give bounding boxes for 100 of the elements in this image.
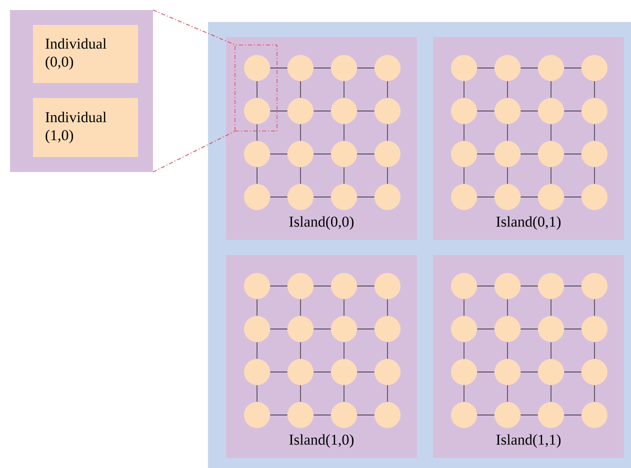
individual-circle — [288, 402, 314, 428]
individual-circle — [244, 55, 270, 81]
individual-circle — [582, 316, 608, 342]
individual-circle — [582, 402, 608, 428]
individual-circle — [288, 184, 314, 210]
grid-line — [550, 166, 552, 184]
grid-line — [387, 166, 388, 184]
grid-line — [550, 384, 552, 402]
grid-line — [387, 384, 388, 402]
individual-circle — [451, 55, 477, 81]
grid-line — [476, 110, 495, 112]
individual-circle — [374, 402, 400, 428]
grid-line — [594, 166, 595, 184]
grid-line — [594, 342, 595, 360]
individual-circle — [331, 98, 357, 124]
grid-line — [550, 298, 552, 316]
individual-circle — [288, 359, 314, 385]
individual-circle — [494, 98, 520, 124]
grid-line — [594, 298, 595, 316]
grid-line — [387, 124, 388, 142]
individual-circle — [451, 316, 477, 342]
grid-line — [550, 342, 552, 360]
grid-line — [300, 80, 301, 98]
individual-circle — [288, 141, 314, 167]
individual-circle — [494, 316, 520, 342]
grid-line — [256, 166, 258, 184]
grid-line — [564, 414, 582, 416]
individual-circle — [244, 402, 270, 428]
grid-line — [507, 166, 508, 184]
grid-line — [270, 110, 288, 112]
individual-circle — [331, 141, 357, 167]
grid-line — [387, 298, 388, 316]
zoom-frame — [234, 44, 278, 132]
individual-circle — [331, 55, 357, 81]
grid-line — [550, 124, 552, 142]
grid-line — [313, 414, 332, 416]
individual-circle — [374, 141, 400, 167]
grid-line — [313, 328, 332, 330]
grid-line — [300, 342, 301, 360]
individual-circle — [374, 55, 400, 81]
grid-line — [256, 124, 258, 142]
individual-circle — [582, 273, 608, 299]
individual-circle — [288, 98, 314, 124]
grid-line — [356, 328, 375, 330]
grid-line — [356, 414, 375, 416]
grid-line — [476, 328, 495, 330]
grid-line — [594, 384, 595, 402]
individual-circle — [451, 141, 477, 167]
individual-circle — [244, 184, 270, 210]
grid-line — [300, 298, 301, 316]
individual-circle — [451, 98, 477, 124]
individual-circle — [494, 184, 520, 210]
grid-line — [313, 110, 332, 112]
grid-line — [387, 80, 388, 98]
grid-line — [564, 196, 582, 198]
individual-circle — [374, 98, 400, 124]
grid-line — [356, 196, 375, 198]
individual-box: Individual (0,0) — [33, 25, 138, 83]
individual-circle — [451, 359, 477, 385]
grid-line — [507, 342, 508, 360]
individual-circle — [494, 55, 520, 81]
individual-circle — [538, 402, 564, 428]
individual-circle — [244, 316, 270, 342]
grid-line — [270, 414, 288, 416]
grid-line — [520, 414, 538, 416]
individual-circle — [374, 273, 400, 299]
individual-circle — [538, 359, 564, 385]
grid-line — [520, 328, 538, 330]
grid-line — [594, 124, 595, 142]
grid-line — [594, 80, 595, 98]
individual-circle — [244, 141, 270, 167]
grid-line — [564, 110, 582, 112]
individual-circle — [331, 273, 357, 299]
grid-line — [300, 124, 301, 142]
grid-line — [387, 342, 388, 360]
individual-circle — [538, 141, 564, 167]
grid-line — [256, 342, 258, 360]
grid-line — [256, 384, 258, 402]
individual-circle — [331, 316, 357, 342]
individual-circle — [582, 184, 608, 210]
grid-line — [520, 196, 538, 198]
grid-line — [270, 328, 288, 330]
grid-line — [476, 414, 495, 416]
individual-circle — [374, 316, 400, 342]
grid-line — [507, 80, 508, 98]
individual-circle — [244, 98, 270, 124]
individual-circle — [582, 98, 608, 124]
individual-circle — [288, 55, 314, 81]
grid-line — [476, 196, 495, 198]
individual-circle — [331, 359, 357, 385]
grid-line — [507, 124, 508, 142]
individual-circle — [538, 55, 564, 81]
individual-circle — [288, 273, 314, 299]
individual-circle — [494, 402, 520, 428]
grid-line — [300, 166, 301, 184]
individual-circle — [451, 273, 477, 299]
individual-circle — [494, 359, 520, 385]
individual-circle — [538, 184, 564, 210]
individual-circle — [331, 402, 357, 428]
grid-line — [313, 196, 332, 198]
